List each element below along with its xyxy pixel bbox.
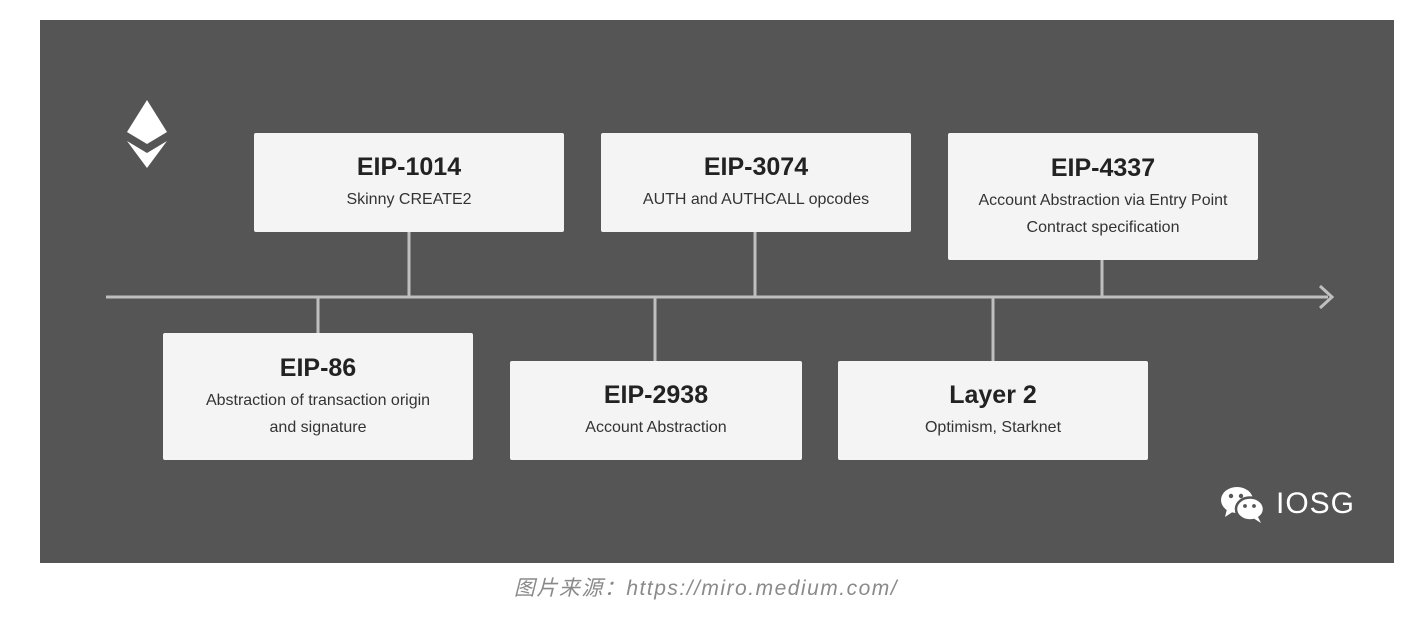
milestone-subtitle: Skinny CREATE2 xyxy=(346,191,472,208)
timeline-diagram xyxy=(106,100,1335,361)
milestone-card-layer-2: Layer 2 Optimism, Starknet xyxy=(838,361,1148,460)
milestone-title: Layer 2 xyxy=(949,381,1037,409)
milestone-card-eip-1014: EIP-1014 Skinny CREATE2 xyxy=(254,133,564,232)
milestone-subtitle: AUTH and AUTHCALL opcodes xyxy=(642,191,870,208)
milestone-subtitle: Optimism, Starknet xyxy=(924,419,1062,436)
timeline-arrowhead xyxy=(1318,284,1335,310)
milestone-card-eip-4337: EIP-4337 Account Abstraction via Entry P… xyxy=(948,133,1258,260)
milestone-card-eip-2938: EIP-2938 Account Abstraction xyxy=(510,361,802,460)
milestone-subtitle: Account Abstraction via Entry Point Cont… xyxy=(978,191,1228,236)
milestone-card-eip-3074: EIP-3074 AUTH and AUTHCALL opcodes xyxy=(601,133,911,232)
milestone-title: EIP-4337 xyxy=(1050,153,1156,182)
image-source-caption: 图片来源：https://miro.medium.com/ xyxy=(513,577,899,600)
brand-watermark: IOSG xyxy=(1218,482,1355,526)
milestone-card-eip-86: EIP-86 Abstraction of transaction origin… xyxy=(163,333,473,460)
milestone-title: EIP-86 xyxy=(279,353,357,382)
milestone-title: EIP-1014 xyxy=(356,153,462,181)
milestone-title: EIP-3074 xyxy=(703,153,809,181)
milestone-subtitle: Abstraction of transaction origin and si… xyxy=(205,391,431,436)
ethereum-logo-icon xyxy=(127,100,167,168)
milestone-subtitle: Account Abstraction xyxy=(585,419,727,436)
wechat-icon xyxy=(1221,487,1266,523)
brand-label: IOSG xyxy=(1276,487,1356,520)
milestone-title: EIP-2938 xyxy=(603,381,709,409)
timeline-panel: EIP-1014 Skinny CREATE2 EIP-3074 AUTH an… xyxy=(40,20,1394,563)
